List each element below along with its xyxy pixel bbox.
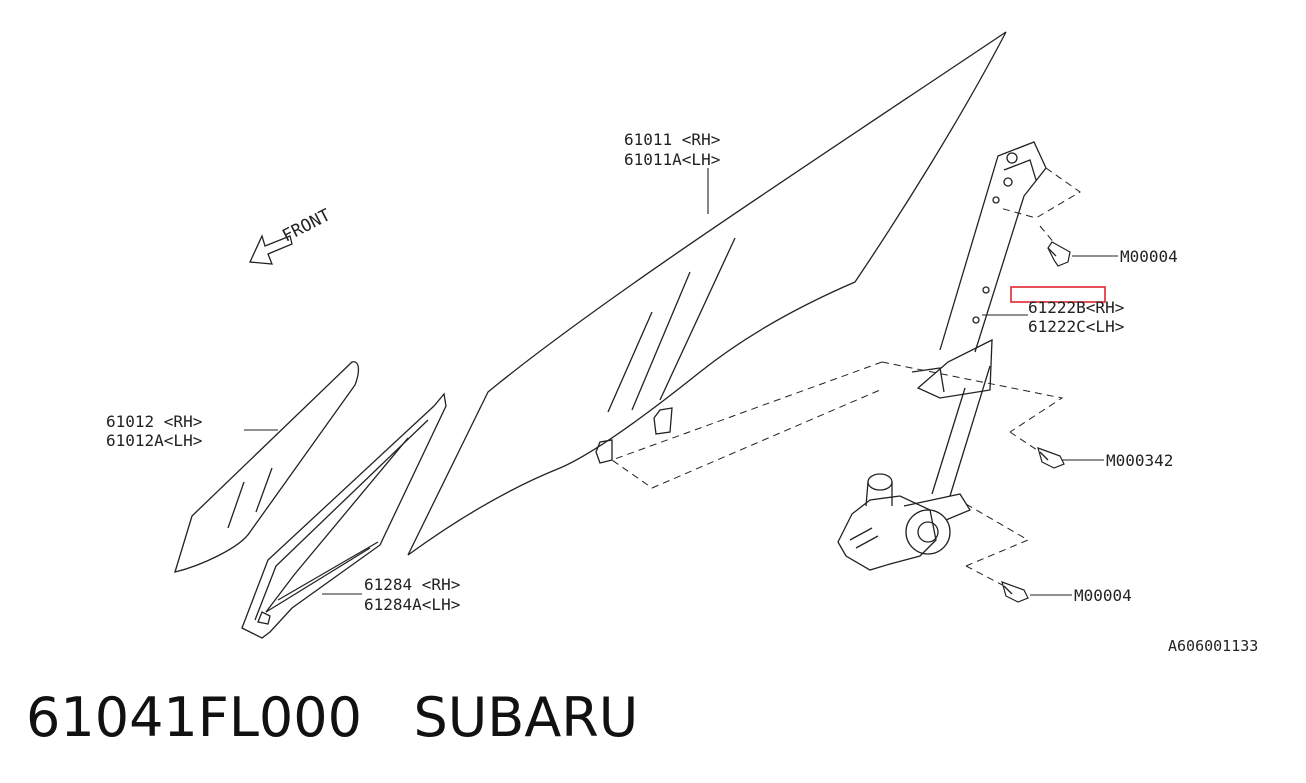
part-number: 61041FL000 — [26, 686, 362, 749]
division-bar — [241, 392, 447, 639]
front-label: FRONT — [279, 205, 334, 246]
caption: 61041FL000 SUBARU — [26, 683, 638, 753]
part-label-lh: 61011A<LH> — [624, 150, 720, 169]
reference-code: A606001133 — [1168, 637, 1258, 655]
bolt-icon — [1047, 241, 1071, 267]
highlight-box — [1010, 286, 1106, 303]
bolt-label: M00004 — [1074, 586, 1132, 605]
part-label-rh: 61011 <RH> — [624, 130, 720, 149]
bolt-icon — [1001, 581, 1029, 603]
part-label-lh: 61012A<LH> — [106, 431, 202, 450]
bolt-icon — [1037, 447, 1065, 469]
front-arrow-icon — [249, 234, 293, 265]
part-label-rh: 61012 <RH> — [106, 412, 202, 431]
quarter-glass — [174, 361, 360, 573]
bolt-label: M00004 — [1120, 247, 1178, 266]
door-glass — [407, 31, 1007, 556]
bolt-label: M000342 — [1106, 451, 1173, 470]
leader-lines — [244, 168, 1118, 596]
caption-gap — [362, 686, 414, 749]
part-label-rh: 61284 <RH> — [364, 575, 460, 594]
brand-name: SUBARU — [413, 686, 639, 749]
part-label-lh: 61284A<LH> — [364, 595, 460, 614]
part-label-rh[interactable]: 61222B<RH> — [1028, 298, 1124, 317]
window-regulator — [837, 141, 1047, 571]
part-label-lh: 61222C<LH> — [1028, 317, 1124, 336]
